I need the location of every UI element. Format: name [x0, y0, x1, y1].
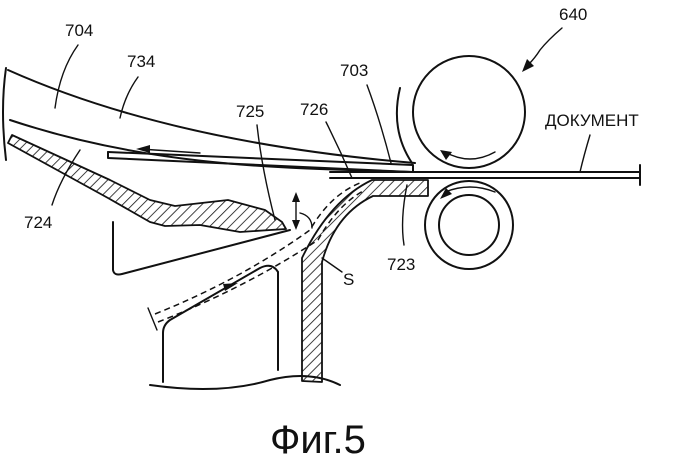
pointer-640	[522, 27, 563, 72]
document-sheet	[329, 164, 641, 186]
feed-direction-arrow-left	[136, 145, 201, 154]
label-S: S	[343, 270, 354, 289]
label-704: 704	[65, 21, 93, 40]
separator-plate-S	[301, 179, 429, 383]
label-726: 726	[300, 100, 328, 119]
document-path-dashed	[147, 182, 366, 331]
upper-roller	[412, 55, 526, 169]
figure-caption: Фиг.5	[270, 418, 366, 461]
label-703: 703	[340, 61, 368, 80]
lift-arrow	[292, 192, 313, 230]
label-734: 734	[127, 52, 155, 71]
document-tray-704	[2, 67, 416, 173]
guide-724	[7, 134, 287, 233]
leader-lines	[51, 44, 591, 273]
guide-body	[112, 221, 291, 276]
guide-703	[395, 87, 413, 164]
lower-frame	[149, 264, 341, 390]
label-724: 724	[24, 213, 52, 232]
label-document: ДОКУМЕНТ	[545, 111, 639, 130]
label-725: 725	[236, 102, 264, 121]
label-640: 640	[559, 5, 587, 24]
label-723: 723	[387, 255, 415, 274]
lower-roller	[424, 180, 514, 270]
